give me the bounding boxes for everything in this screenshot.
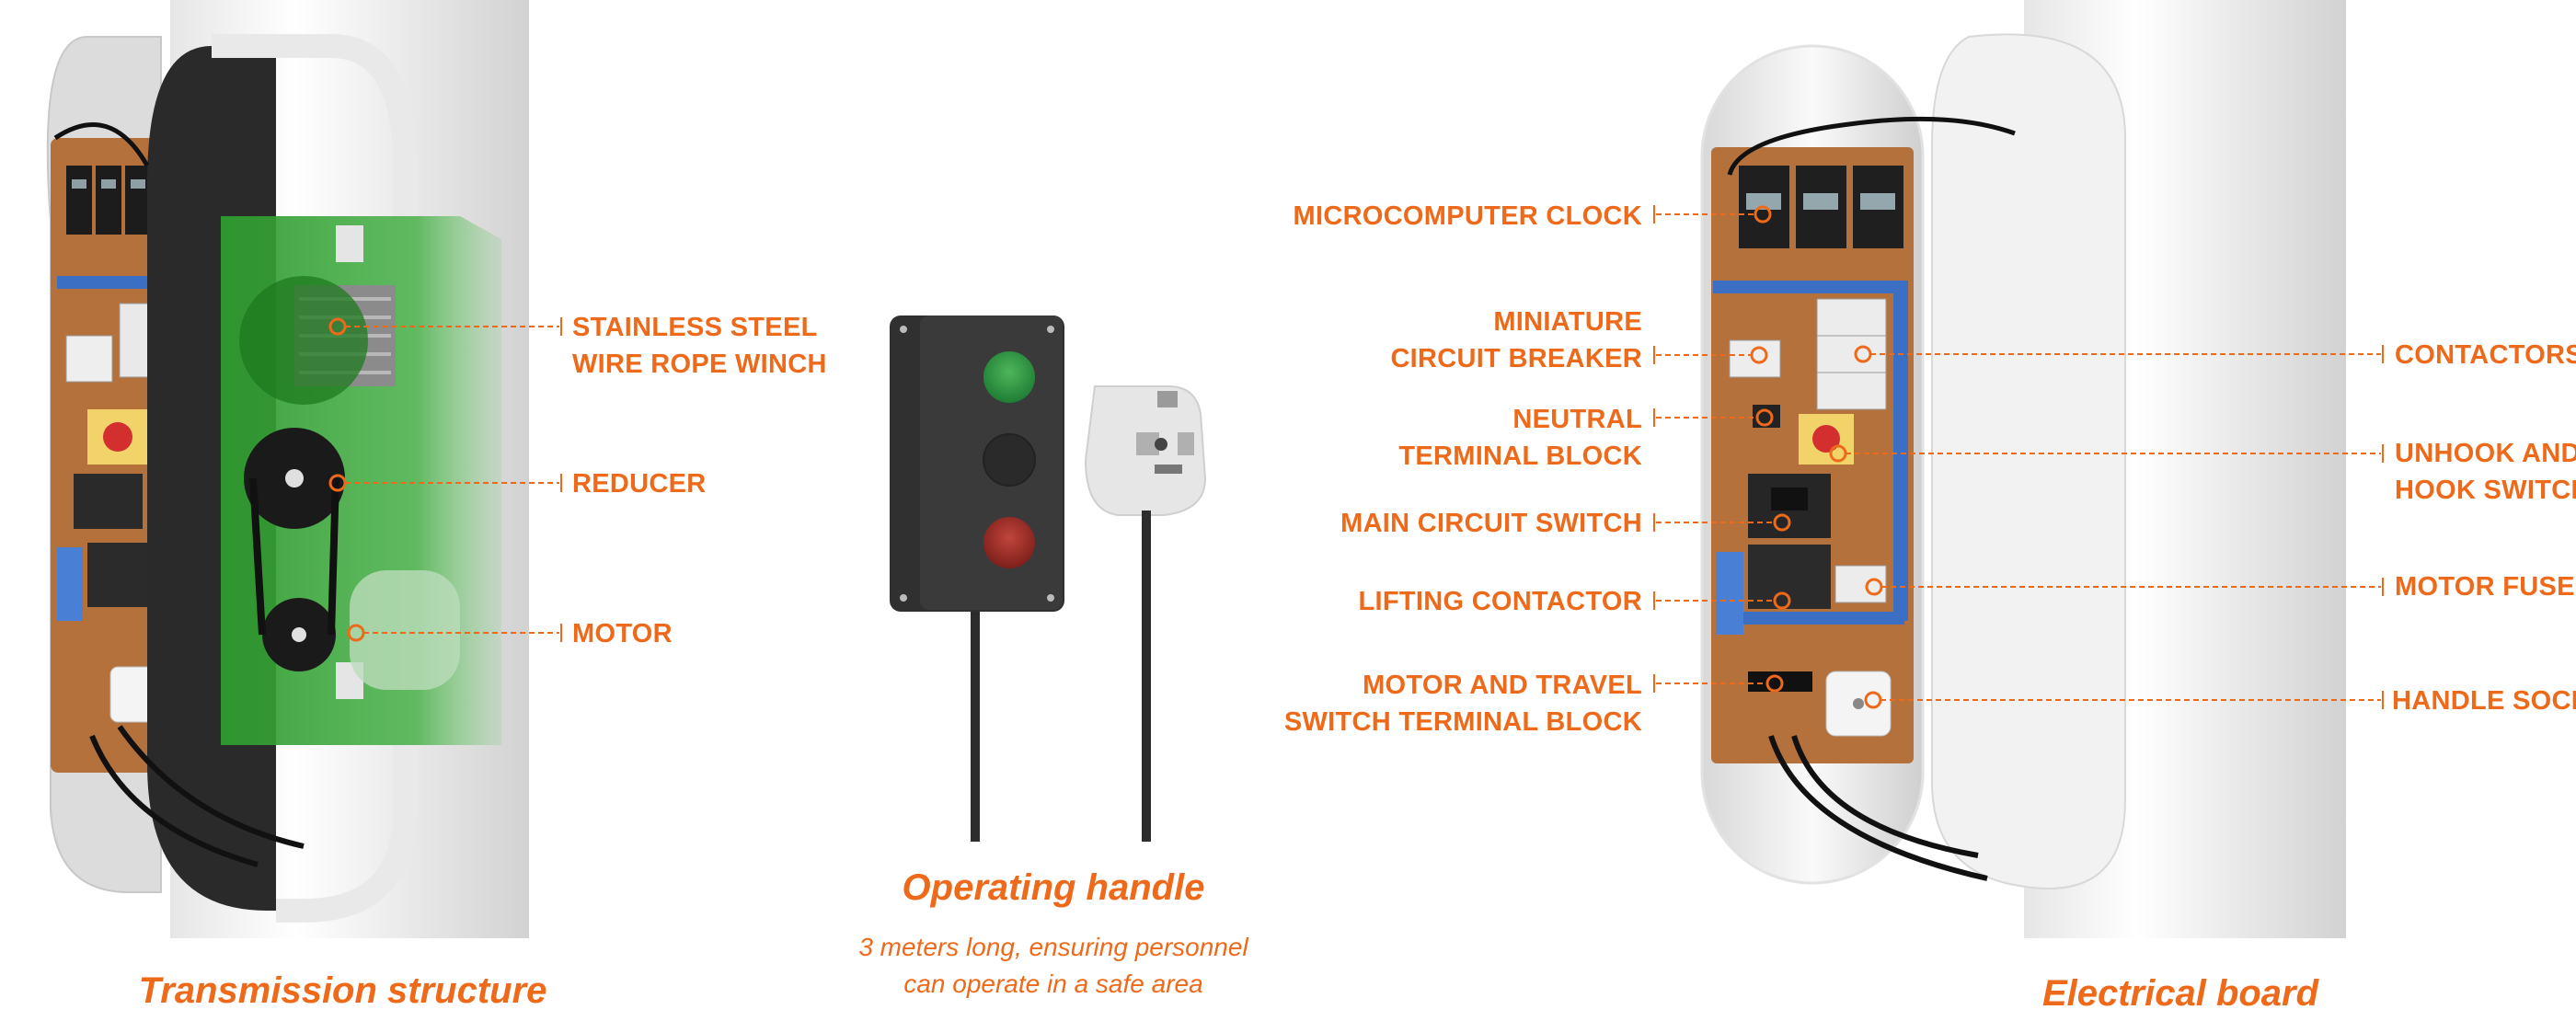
- right-right-leaders: [1829, 345, 2384, 709]
- label-wire-rope-winch: STAINLESS STEEL WIRE ROPE WINCH: [572, 309, 827, 383]
- label-line-1: MOTOR AND TRAVEL: [1363, 671, 1642, 700]
- label-miniature-circuit-breaker: MINIATURE CIRCUIT BREAKER: [1270, 304, 1642, 377]
- label-line-2: WIRE ROPE WINCH: [572, 350, 827, 379]
- label-unhook-hook-switch: UNHOOK AND HOOK SWITCH: [2395, 435, 2576, 509]
- caption-electrical-board: Electrical board: [2041, 973, 2319, 1014]
- label-line-1: UNHOOK AND: [2395, 439, 2576, 468]
- open-door-right: [1931, 33, 2126, 889]
- transmission-illustration: [46, 0, 529, 938]
- label-contactors: CONTACTORS: [2395, 340, 2576, 370]
- label-motor-fuse: MOTOR FUSE: [2395, 572, 2575, 602]
- din-rail-right: [1713, 281, 1906, 293]
- label-neutral-terminal-block: NEUTRAL TERMINAL BLOCK: [1270, 401, 1642, 475]
- label-line-2: CIRCUIT BREAKER: [1390, 344, 1642, 373]
- right-left-leaders: [1653, 205, 1791, 693]
- label-line-2: HOOK SWITCH: [2395, 476, 2576, 505]
- fuse-block: [1834, 565, 1887, 603]
- label-line-1: STAINLESS STEEL: [572, 313, 818, 342]
- din-rail: [57, 276, 163, 289]
- description-line-2: can operate in a safe area: [903, 969, 1203, 998]
- red-button: [983, 517, 1035, 568]
- electrical-board-illustration: [1700, 0, 2346, 938]
- microcomputer-clocks: [1739, 166, 1903, 248]
- green-button: [983, 351, 1035, 403]
- motor: [350, 570, 460, 690]
- label-motor: MOTOR: [572, 619, 673, 648]
- handle-description: 3 meters long, ensuring personnel can op…: [810, 929, 1297, 1003]
- left-leaders: [328, 317, 562, 642]
- enclosure-rim: [212, 34, 417, 923]
- description-line-1: 3 meters long, ensuring personnel: [858, 933, 1248, 961]
- operating-handle-illustration: [890, 315, 1207, 842]
- label-microcomputer-clock: MICROCOMPUTER CLOCK: [1293, 201, 1642, 231]
- miniature-breaker: [1729, 339, 1781, 378]
- label-main-circuit-switch: MAIN CIRCUIT SWITCH: [1340, 509, 1642, 538]
- terminal-strip: [1748, 671, 1812, 692]
- caption-transmission-structure: Transmission structure: [138, 970, 547, 1011]
- label-handle-socket: HANDLE SOCKET: [2392, 686, 2576, 716]
- label-line-2: TERMINAL BLOCK: [1398, 442, 1642, 471]
- label-line-1: MINIATURE: [1493, 307, 1642, 337]
- label-lifting-contactor: LIFTING CONTACTOR: [1358, 587, 1642, 616]
- caption-operating-handle: Operating handle: [902, 867, 1205, 908]
- label-motor-travel-terminal-block: MOTOR AND TRAVEL SWITCH TERMINAL BLOCK: [1270, 667, 1642, 740]
- wire-rope-drum: [239, 276, 396, 405]
- label-line-2: SWITCH TERMINAL BLOCK: [1283, 707, 1642, 737]
- timer-modules: [66, 166, 151, 235]
- label-line-1: NEUTRAL: [1512, 405, 1642, 434]
- plug-cable: [1142, 510, 1151, 842]
- label-reducer: REDUCER: [572, 469, 707, 499]
- handle-cable: [971, 612, 980, 842]
